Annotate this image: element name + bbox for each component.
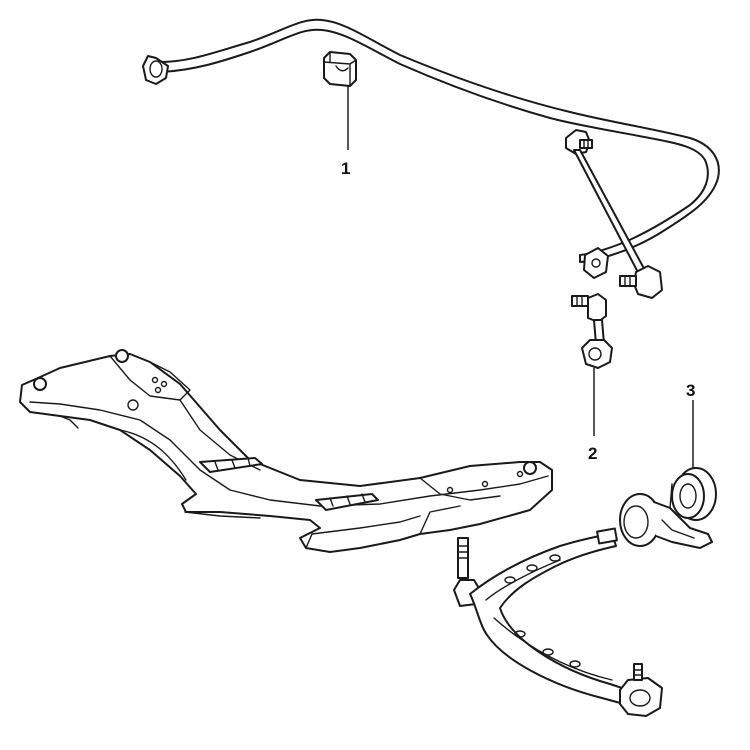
bush-bracket (619, 493, 713, 549)
callout-2: 2 (588, 444, 597, 463)
stabilizer-bush (323, 51, 357, 87)
axle-carrier (19, 349, 553, 553)
callout-3: 3 (686, 381, 695, 400)
control-arm (453, 527, 663, 717)
upper-drop-link (565, 129, 663, 299)
callout-1: 1 (341, 159, 350, 178)
stabilizer-bar (142, 18, 720, 263)
control-arm-bush (669, 467, 717, 521)
drop-link (571, 293, 613, 369)
